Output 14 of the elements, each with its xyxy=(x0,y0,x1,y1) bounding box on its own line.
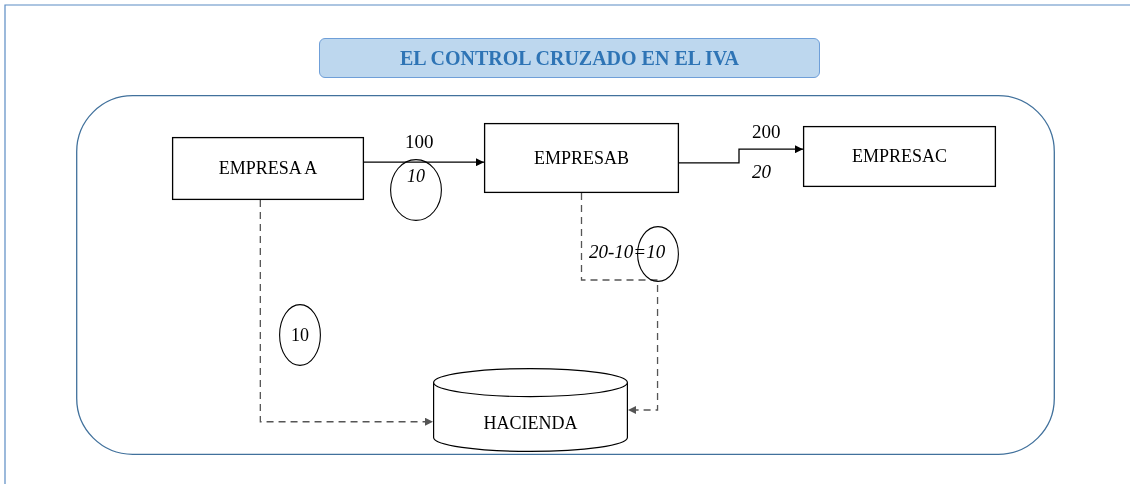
amount-label: 10 xyxy=(407,165,425,187)
arrow xyxy=(259,199,434,426)
edge-label: 200 xyxy=(752,121,781,143)
arrow xyxy=(678,145,804,164)
node-label: EMPRESAB xyxy=(534,147,629,169)
title-banner: EL CONTROL CRUZADO EN EL IVA xyxy=(319,38,820,78)
node-label: EMPRESA A xyxy=(218,158,318,179)
amount-label: 10 xyxy=(291,324,309,346)
arrow xyxy=(580,192,659,414)
arrow xyxy=(363,158,485,167)
node-label: HACIENDA xyxy=(483,412,578,434)
node-label: EMPRESAC xyxy=(852,146,947,167)
amount-label: 20 xyxy=(752,161,771,183)
edge-label: 100 xyxy=(405,131,434,153)
